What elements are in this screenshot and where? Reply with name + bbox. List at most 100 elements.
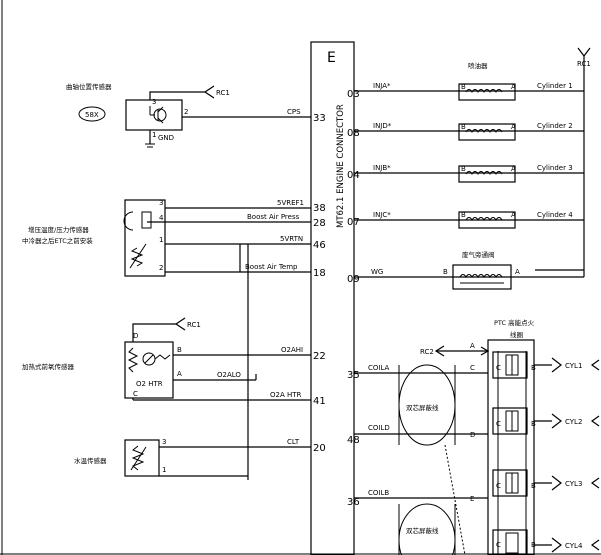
- boost-signal-temp: Boost Air Temp: [245, 263, 298, 271]
- svg-text:B: B: [531, 364, 536, 372]
- injector-row: 07 INJC* B A Cylinder 4: [347, 211, 584, 229]
- wastegate-b: B: [443, 268, 448, 276]
- svg-text:B: B: [531, 541, 536, 549]
- o2-pin-d: D: [133, 332, 138, 340]
- svg-text:B: B: [461, 123, 466, 131]
- pressure-element-icon: [123, 211, 134, 231]
- rc1-supply-icon: [577, 47, 591, 57]
- boost-pin-3: 3: [159, 199, 163, 207]
- boost-ecu-pin-46: 46: [313, 240, 326, 251]
- coil-letter-c: C: [470, 364, 475, 372]
- coil-signal-d: COILD: [368, 424, 390, 432]
- crank-pin-3: 3: [152, 98, 156, 106]
- wastegate-signal: WG: [371, 268, 383, 276]
- injector-coil-icon: [465, 217, 503, 221]
- o2-signal-hi: O2AHI: [281, 346, 303, 354]
- crank-ref-label: RC1: [216, 89, 230, 97]
- crank-gnd-label: GND: [158, 134, 174, 142]
- crank-signal-label: CPS: [287, 108, 301, 116]
- wastegate-coil-icon: [459, 274, 503, 278]
- boost-sensor-body: [124, 199, 166, 277]
- coil-letter-d: D: [470, 431, 475, 439]
- spark-output-arrow-icon: [551, 357, 562, 373]
- output-cyl3: CYL3: [565, 480, 582, 488]
- o2-pin-a: A: [177, 370, 182, 378]
- connector-name: MT62.1 ENGINE CONNECTOR: [336, 104, 346, 228]
- spark-output-arrow-icon: [551, 413, 562, 429]
- connector-letter: E: [327, 50, 336, 66]
- coolant-signal: CLT: [287, 438, 300, 446]
- wastegate-a: A: [515, 268, 520, 276]
- o2-signal-lo: O2ALO: [217, 371, 241, 379]
- rc1-arrow-icon: [203, 85, 215, 99]
- boost-title-2: 中冷器之后ETC之前安装: [22, 236, 93, 245]
- transformer-icon: [505, 532, 519, 554]
- svg-text:07: 07: [347, 217, 360, 228]
- boost-ecu-pin-28: 28: [313, 218, 326, 229]
- crank-ecu-pin: 33: [313, 113, 326, 124]
- coil-a-label: A: [470, 342, 475, 350]
- coolant-title: 水温传感器: [74, 456, 107, 465]
- boost-signal-5vref1: 5VREF1: [277, 199, 304, 207]
- svg-text:B: B: [461, 211, 466, 219]
- coil-title-2: 线圈: [510, 330, 523, 339]
- svg-text:B: B: [461, 83, 466, 91]
- injector-row: 08 INJD* B A Cylinder 2: [347, 122, 584, 141]
- transistor-icon: [153, 108, 167, 122]
- o2-signal-htr: O2A HTR: [270, 391, 302, 399]
- cable-label-2: 双芯屏蔽线: [406, 526, 439, 535]
- boost-sensor: 增压温度/压力传感器 中冷器之后ETC之前安装 3 4 1 2 5VREF1 B…: [22, 199, 326, 279]
- o2-rc1-arrow-icon: [174, 317, 186, 331]
- wastegate-valve: 废气旁通阀 09 WG B A: [347, 250, 585, 290]
- svg-text:C: C: [496, 541, 501, 549]
- coolant-thermistor-icon: [131, 445, 145, 471]
- svg-text:INJC*: INJC*: [373, 211, 391, 219]
- injector-title: 喷油器: [468, 61, 488, 70]
- cable-label-1: 双芯屏蔽线: [406, 403, 439, 412]
- output-cyl2: CYL2: [565, 418, 582, 426]
- boost-pin-1: 1: [159, 236, 163, 244]
- injector-coil-icon: [465, 89, 503, 93]
- svg-text:A: A: [511, 165, 516, 173]
- svg-text:C: C: [496, 364, 501, 372]
- o2-ecu-pin-22: 22: [313, 351, 326, 362]
- sensor-badge: [78, 106, 106, 122]
- coolant-sensor: 水温传感器 3 1 CLT 20: [74, 438, 326, 477]
- coil-letter-e: E: [470, 495, 474, 503]
- injector-coil-icon: [465, 171, 503, 175]
- o2-wire-ref: [132, 323, 176, 342]
- wastegate-ecu-pin: 09: [347, 274, 360, 285]
- svg-text:C: C: [496, 482, 501, 490]
- heater-resistor-icon: [127, 347, 139, 373]
- coil-ecu-pin-48: 48: [347, 435, 360, 446]
- svg-text:Cylinder 4: Cylinder 4: [537, 211, 573, 219]
- spark-output-arrow-icon: [551, 475, 562, 491]
- boost-signal-5vrtn: 5VRTN: [280, 235, 303, 243]
- crank-sensor-title: 曲轴位置传感器: [66, 82, 112, 91]
- coil-unit: C B CYL2: [492, 407, 600, 435]
- crank-pin-1: 1: [152, 131, 156, 139]
- o2-ecu-pin-41: 41: [313, 396, 326, 407]
- pressure-resistor-icon: [141, 211, 152, 229]
- svg-text:08: 08: [347, 128, 360, 139]
- injectors: 喷油器 RC1 03 INJA* B A Cylinder 1 08 INJD*…: [347, 47, 591, 271]
- coolant-ecu-pin: 20: [313, 443, 326, 454]
- svg-text:Cylinder 2: Cylinder 2: [537, 122, 573, 130]
- svg-text:C: C: [496, 420, 501, 428]
- coil-ecu-pin-36: 36: [347, 497, 360, 508]
- connector-body: [310, 41, 355, 555]
- boost-pin-4: 4: [159, 214, 164, 222]
- svg-text:A: A: [511, 123, 516, 131]
- wastegate-body: [452, 264, 512, 290]
- svg-text:03: 03: [347, 89, 360, 100]
- o2-title: 加热式前氧传感器: [22, 362, 75, 371]
- boost-ecu-pin-18: 18: [313, 268, 326, 279]
- crank-position-sensor: 曲轴位置传感器 58X 3 2 1 GND RC1 CPS 33: [66, 82, 326, 148]
- svg-text:B: B: [531, 420, 536, 428]
- boost-ecu-pin-38: 38: [313, 203, 326, 214]
- output-cyl4: CYL4: [565, 542, 583, 550]
- coil-unit: C B CYL4: [492, 529, 600, 555]
- coil-signal-b: COILB: [368, 489, 389, 497]
- svg-text:Cylinder 3: Cylinder 3: [537, 164, 573, 172]
